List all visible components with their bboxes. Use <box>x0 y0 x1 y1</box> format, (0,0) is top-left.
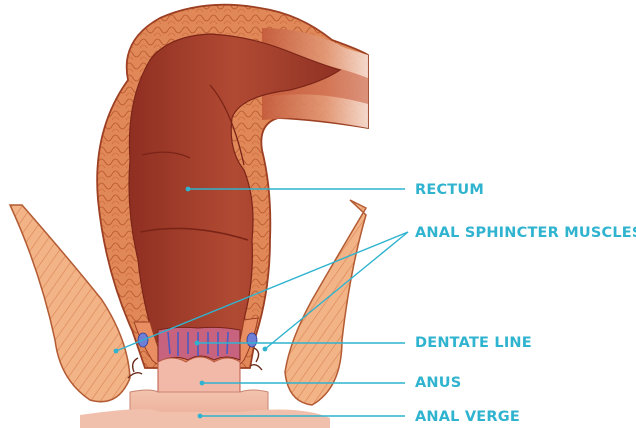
anal-sphincter-muscles-label: ANAL SPHINCTER MUSCLES <box>415 224 636 242</box>
rectum-label: RECTUM <box>415 181 484 199</box>
anal-verge-label: ANAL VERGE <box>415 408 520 426</box>
anus-label: ANUS <box>415 374 461 392</box>
dentate-line-label: DENTATE LINE <box>415 334 532 352</box>
